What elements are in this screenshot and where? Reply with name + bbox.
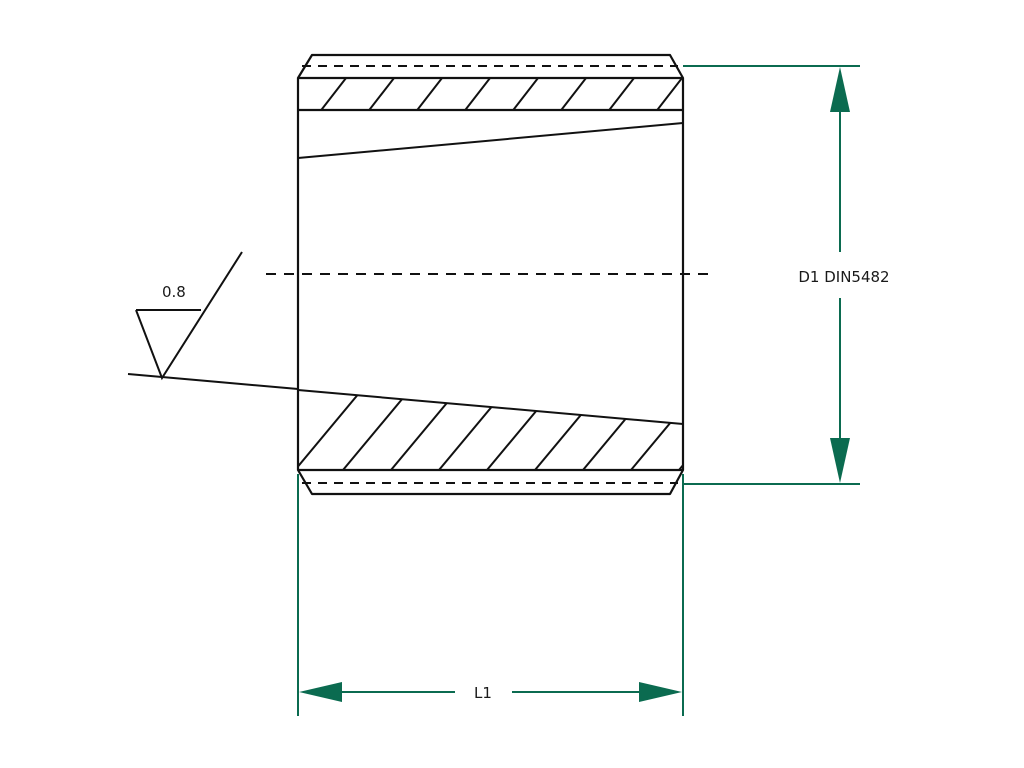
roughness-symbol — [127, 251, 299, 390]
length-arrow-right — [639, 682, 682, 702]
top-hatching — [319, 78, 683, 110]
roughness-check-mark — [135, 251, 243, 381]
diameter-arrow-down — [830, 438, 850, 483]
bushing-body — [296, 53, 685, 496]
length-dimension: L1 — [297, 474, 684, 716]
length-arrow-left — [299, 682, 342, 702]
diameter-dimension: D1 DIN5482 — [683, 65, 890, 485]
upper-taper-line — [297, 122, 684, 159]
bushing-outline — [296, 53, 685, 496]
roughness-leader-line — [127, 373, 299, 390]
roughness-value: 0.8 — [162, 283, 186, 301]
diameter-arrow-up — [830, 67, 850, 112]
length-label: L1 — [474, 684, 492, 702]
diameter-label: D1 DIN5482 — [798, 268, 889, 286]
